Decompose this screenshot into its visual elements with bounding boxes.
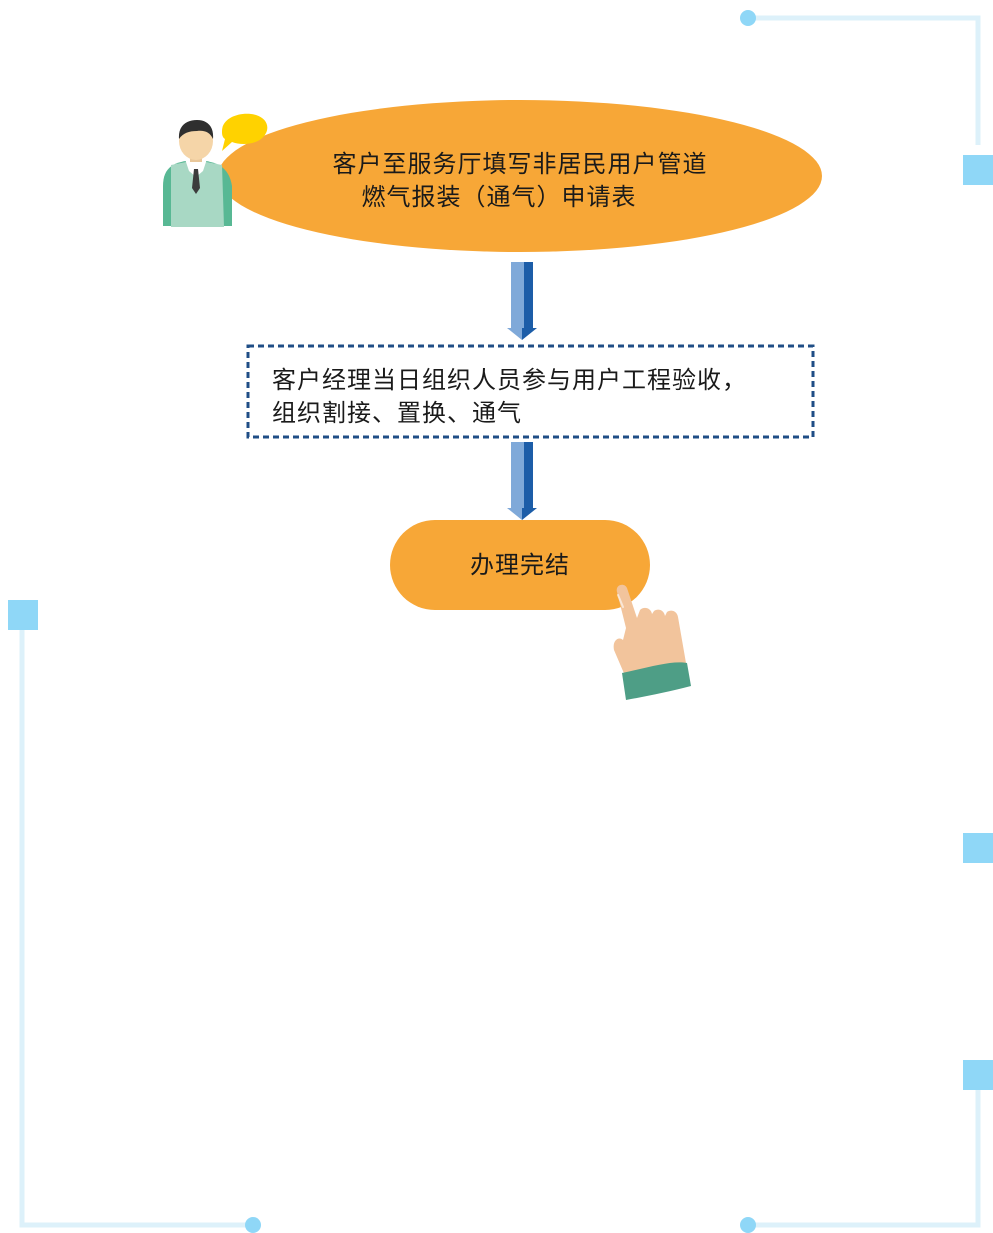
step1-label-line1: 客户至服务厅填写非居民用户管道	[332, 150, 708, 178]
step1-label: 客户至服务厅填写非居民用户管道 燃气报装（通气）申请表	[0, 148, 993, 214]
step1-ellipse	[218, 100, 822, 252]
step3-label: 办理完结	[470, 551, 570, 579]
step2-box	[246, 344, 815, 439]
arrow-step1-to-step2	[507, 262, 537, 340]
step2-label-line1: 客户经理当日组织人员参与用户工程验收，	[272, 366, 747, 394]
person-with-speech-bubble-icon	[163, 113, 268, 227]
pointing-hand-icon	[613, 584, 691, 700]
step3-pill	[390, 520, 650, 610]
step2-label-line2: 组织割接、置换、通气	[272, 399, 522, 427]
decorative-frame	[8, 10, 993, 1233]
step2-label: 客户经理当日组织人员参与用户工程验收， 组织割接、置换、通气	[272, 364, 747, 430]
step1-label-line2: 燃气报装（通气）申请表	[361, 183, 637, 211]
arrow-step2-to-step3	[507, 442, 537, 520]
